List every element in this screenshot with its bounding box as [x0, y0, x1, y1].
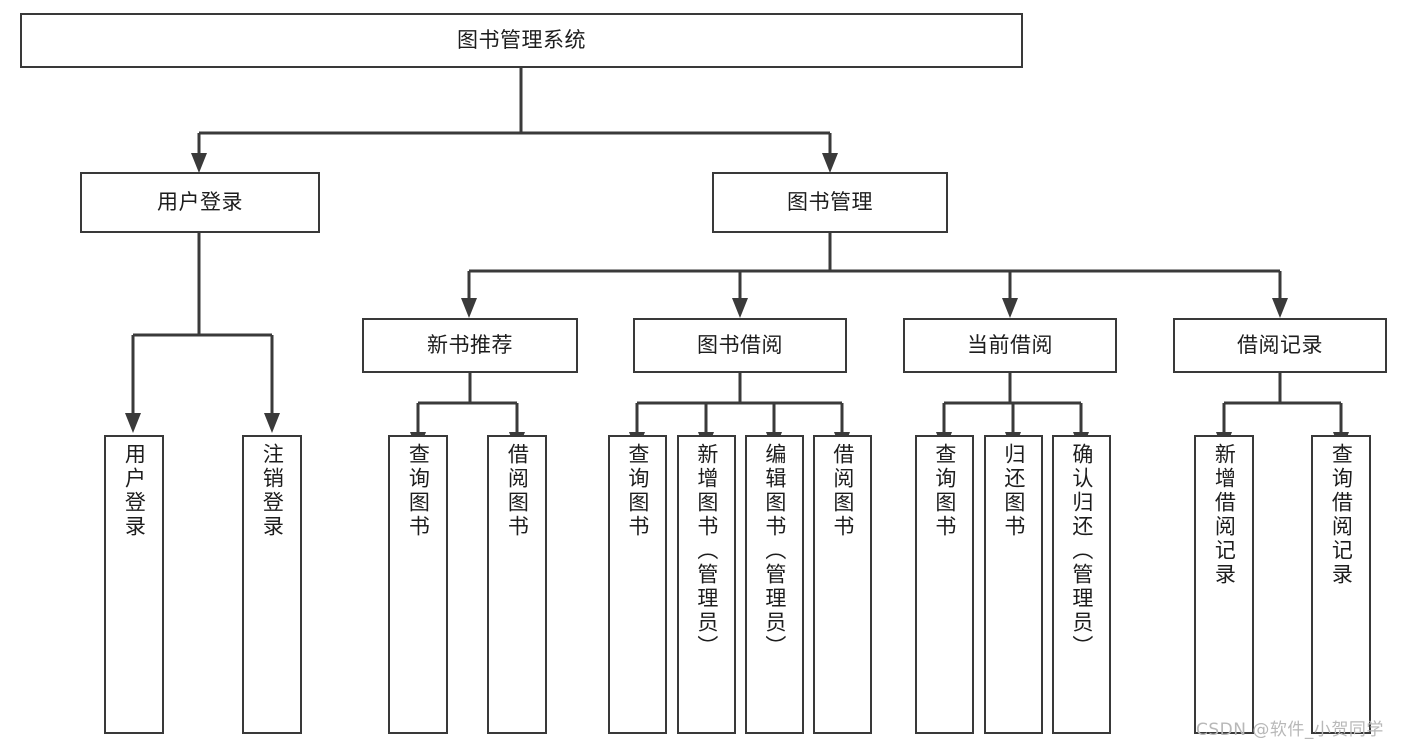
- node-borrow-edit-book-label: 编辑图书（管理员）: [762, 443, 787, 659]
- node-record-query-record-label: 查询借阅记录: [1329, 443, 1354, 587]
- arrow-head-user-login-1: [264, 413, 280, 433]
- node-recommend-borrow-book-label: 借阅图书: [505, 443, 530, 539]
- node-user-login-label: 用户登录: [157, 190, 243, 215]
- node-root-label: 图书管理系统: [457, 28, 586, 53]
- node-borrow-query-book-label: 查询图书: [625, 443, 650, 539]
- node-current-confirm-return[interactable]: 确认归还（管理员）: [1052, 435, 1111, 734]
- arrow-head-book-manage-0: [461, 298, 477, 318]
- node-recommend-borrow-book[interactable]: 借阅图书: [487, 435, 547, 734]
- arrow-head-root-1: [822, 153, 838, 173]
- node-new-book-recommend-label: 新书推荐: [427, 333, 513, 358]
- node-borrow-query-book[interactable]: 查询图书: [608, 435, 667, 734]
- arrow-head-book-manage-2: [1002, 298, 1018, 318]
- arrow-head-root-0: [191, 153, 207, 173]
- node-borrow-borrow-book-label: 借阅图书: [830, 443, 855, 539]
- node-root[interactable]: 图书管理系统: [20, 13, 1023, 68]
- node-borrow-edit-book[interactable]: 编辑图书（管理员）: [745, 435, 804, 734]
- node-book-borrow[interactable]: 图书借阅: [633, 318, 847, 373]
- arrow-head-book-manage-3: [1272, 298, 1288, 318]
- arrow-head-book-manage-1: [732, 298, 748, 318]
- node-current-query-book-label: 查询图书: [932, 443, 957, 539]
- node-record-add-record[interactable]: 新增借阅记录: [1194, 435, 1254, 734]
- node-current-borrow[interactable]: 当前借阅: [903, 318, 1117, 373]
- node-current-return-book-label: 归还图书: [1001, 443, 1026, 539]
- node-current-confirm-return-label: 确认归还（管理员）: [1069, 443, 1094, 659]
- node-recommend-query-book-label: 查询图书: [406, 443, 431, 539]
- node-borrow-borrow-book[interactable]: 借阅图书: [813, 435, 872, 734]
- node-book-manage-label: 图书管理: [787, 190, 873, 215]
- node-book-borrow-label: 图书借阅: [697, 333, 783, 358]
- node-new-book-recommend[interactable]: 新书推荐: [362, 318, 578, 373]
- node-current-return-book[interactable]: 归还图书: [984, 435, 1043, 734]
- node-current-query-book[interactable]: 查询图书: [915, 435, 974, 734]
- node-borrow-add-book[interactable]: 新增图书（管理员）: [677, 435, 736, 734]
- node-current-borrow-label: 当前借阅: [967, 333, 1053, 358]
- node-user-logout-leaf[interactable]: 注销登录: [242, 435, 302, 734]
- node-borrow-record[interactable]: 借阅记录: [1173, 318, 1387, 373]
- node-book-manage[interactable]: 图书管理: [712, 172, 948, 233]
- node-user-login-leaf-label: 用户登录: [122, 443, 147, 539]
- node-recommend-query-book[interactable]: 查询图书: [388, 435, 448, 734]
- node-borrow-record-label: 借阅记录: [1237, 333, 1323, 358]
- node-user-login[interactable]: 用户登录: [80, 172, 320, 233]
- node-record-query-record[interactable]: 查询借阅记录: [1311, 435, 1371, 734]
- node-user-login-leaf[interactable]: 用户登录: [104, 435, 164, 734]
- node-borrow-add-book-label: 新增图书（管理员）: [694, 443, 719, 659]
- arrow-head-user-login-0: [125, 413, 141, 433]
- node-user-logout-leaf-label: 注销登录: [260, 443, 285, 539]
- node-record-add-record-label: 新增借阅记录: [1212, 443, 1237, 587]
